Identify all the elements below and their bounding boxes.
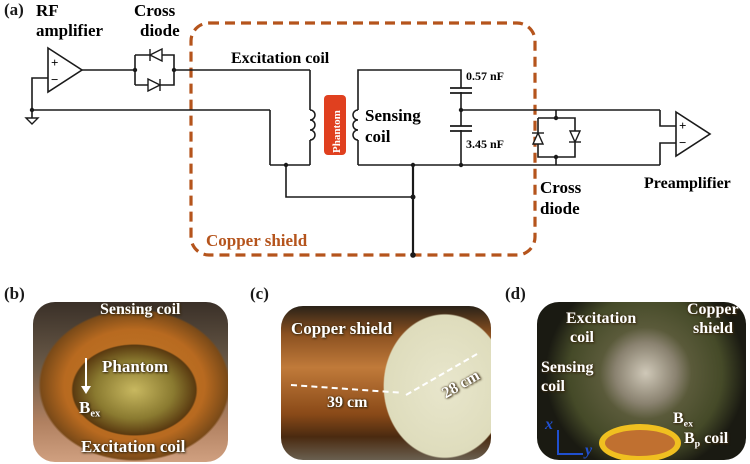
cross-diode-left-label: Cross (134, 1, 176, 20)
axis-x-line (557, 430, 559, 454)
axis-y-line (557, 453, 583, 455)
bex-label: Bex (673, 410, 694, 430)
panel-d-label: (d) (505, 284, 526, 303)
preamplifier-label: Preamplifier (644, 175, 731, 192)
cross-diode-right-label: diode (540, 199, 580, 218)
length-arrow (290, 384, 399, 394)
cross-diode-right-label: Cross (540, 178, 582, 197)
preamplifier-symbol (675, 110, 712, 158)
photo-copper-shield: Copper shield 39 cm 28 cm (281, 306, 491, 460)
phantom-label: Phantom (331, 110, 343, 153)
panel-c-label: (c) (250, 284, 269, 303)
preamp-minus: − (679, 135, 686, 150)
capacitor-icon (450, 87, 472, 132)
circuit-diagram: RF amplifier + − Cross diode Excitation … (24, 1, 731, 258)
panel-b-label: (b) (4, 284, 25, 303)
sensing-coil-label: Sensing coil (100, 302, 181, 318)
length-label: 39 cm (327, 394, 368, 411)
diode-icon (147, 47, 163, 93)
diode-icon (531, 130, 582, 145)
bex-label: Bex (79, 398, 101, 420)
sensing-coil-label: Sensing (365, 106, 421, 125)
copper-shield-label: Copper shield (206, 231, 308, 250)
junction-dots (29, 67, 559, 258)
phantom-block (324, 95, 346, 155)
bp-coil-label: Bp coil (684, 430, 729, 450)
bex-arrowhead (81, 386, 91, 394)
copper-shield-label: Copper shield (291, 319, 393, 338)
preamp-plus: + (679, 118, 686, 133)
axis-x-label: x (545, 416, 553, 433)
bp-coil-ring (599, 424, 681, 460)
sensing-coil-inductor (352, 109, 359, 141)
wires (31, 54, 676, 255)
rf-amp-plus: + (51, 55, 58, 70)
capacitor-bottom-value: 3.45 nF (466, 137, 504, 151)
excitation-coil-label: Excitation coil (81, 437, 186, 456)
capacitor-top-value: 0.57 nF (466, 69, 504, 83)
rf-amp-minus: − (51, 72, 58, 87)
excitation-coil-inductor (309, 109, 316, 141)
cross-diode-left-label: diode (140, 21, 180, 40)
bex-arrow (85, 358, 87, 390)
phantom-label: Phantom (102, 357, 169, 376)
panel-a-label: (a) (4, 0, 24, 19)
rf-amplifier-label: amplifier (36, 21, 103, 40)
photo-coil-assembly: Sensing coil Phantom Bex Excitation coil (33, 302, 228, 462)
excitation-coil-label: Excitation coil (231, 50, 330, 67)
axis-y-label: y (585, 442, 593, 459)
ground-icon (24, 117, 40, 125)
sensing-coil-label: coil (365, 127, 391, 146)
rf-amplifier-symbol (47, 46, 84, 94)
rf-amplifier-label: RF (36, 1, 59, 20)
